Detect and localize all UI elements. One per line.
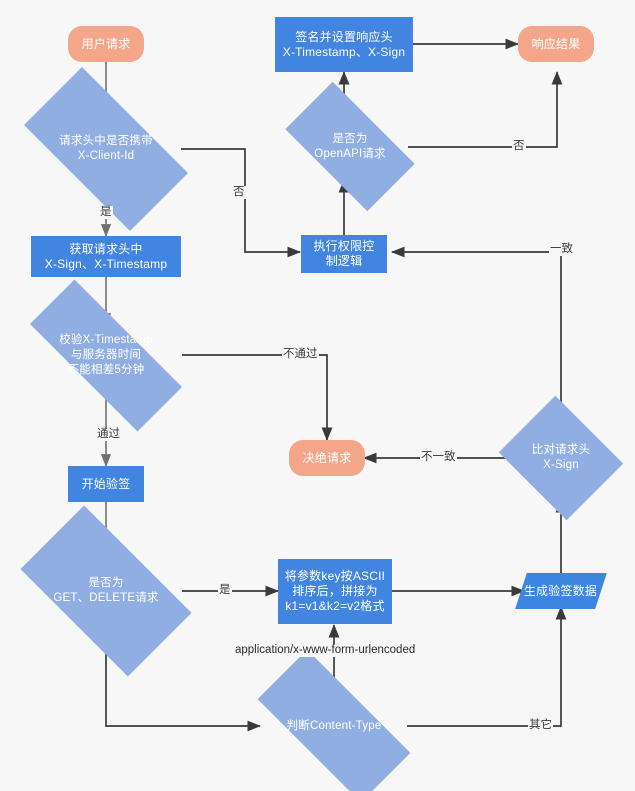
edge-label-timestamp-fail: 不通过 [282,348,319,361]
edge-client-id-no [181,148,302,258]
edge-check-ts-fail [182,354,333,442]
node-content-type[interactable]: 判断Content-Type [257,649,411,791]
node-is-openapi[interactable]: 是否为 OpenAPI请求 [285,81,415,212]
node-has-client-id-label: 请求头中是否携带 X-Client-Id [59,135,153,162]
node-get-headers-label: 获取请求头中 X-Sign、X-Timestamp [44,241,168,271]
edge-label-sign-match: 一致 [549,243,574,256]
edge-label-sign-mismatch: 不一致 [420,451,457,464]
edge-compare-match [390,246,562,418]
node-start-verify[interactable]: 开始验签 [68,466,144,502]
node-generate-sign-data[interactable]: 生成验签数据 [515,573,607,609]
edge-label-client-id-no: 否 [232,186,246,199]
edge-get-del-no [105,636,262,732]
node-start-verify-label: 开始验签 [81,476,131,491]
node-check-timestamp-label: 校验X-Timestamp 与服务器时间 不能相差5分钟 [59,334,153,376]
edge-label-form-urlencoded: application/x-www-form-urlencoded [234,644,417,657]
node-is-openapi-label: 是否为 OpenAPI请求 [314,132,386,160]
node-auth-logic-label: 执行权限控 制逻辑 [313,239,375,268]
node-auth-logic[interactable]: 执行权限控 制逻辑 [301,235,387,273]
node-generate-sign-data-label: 生成验签数据 [524,583,598,598]
node-start-label: 用户请求 [81,36,131,51]
node-compare-sign-label: 比对请求头 X-Sign [531,444,591,471]
node-sort-params[interactable]: 将参数key按ASCII 排序后，拼接为 k1=v1&k2=v2格式 [278,559,392,624]
node-response[interactable]: 响应结果 [518,26,594,62]
edge-label-timestamp-pass: 通过 [96,428,121,441]
node-reject-label: 决绝请求 [302,450,352,465]
edge-openapi-no [408,70,563,148]
node-compare-sign[interactable]: 比对请求头 X-Sign [498,395,624,521]
node-is-get-delete[interactable]: 是否为 GET、DELETE请求 [20,505,192,677]
node-sort-params-label: 将参数key按ASCII 排序后，拼接为 k1=v1&k2=v2格式 [284,569,386,613]
edge-label-openapi-no: 否 [512,140,526,153]
node-has-client-id[interactable]: 请求头中是否携带 X-Client-Id [23,66,189,232]
edge-content-type-other [407,605,567,727]
edge-label-content-type-other: 其它 [528,719,553,732]
node-get-headers[interactable]: 获取请求头中 X-Sign、X-Timestamp [31,236,181,277]
node-sign-response-header[interactable]: 签名并设置响应头 X-Timestamp、X-Sign [275,17,413,72]
edge-label-client-id-yes: 是 [99,206,113,219]
node-content-type-label: 判断Content-Type [286,719,382,732]
node-sign-response-header-label: 签名并设置响应头 X-Timestamp、X-Sign [282,29,406,59]
node-check-timestamp[interactable]: 校验X-Timestamp 与服务器时间 不能相差5分钟 [29,279,183,432]
node-reject[interactable]: 决绝请求 [289,440,365,476]
node-is-get-delete-label: 是否为 GET、DELETE请求 [53,577,159,604]
edge-label-get-delete-yes: 是 [218,584,232,597]
node-start[interactable]: 用户请求 [68,26,144,62]
node-response-label: 响应结果 [531,36,581,51]
